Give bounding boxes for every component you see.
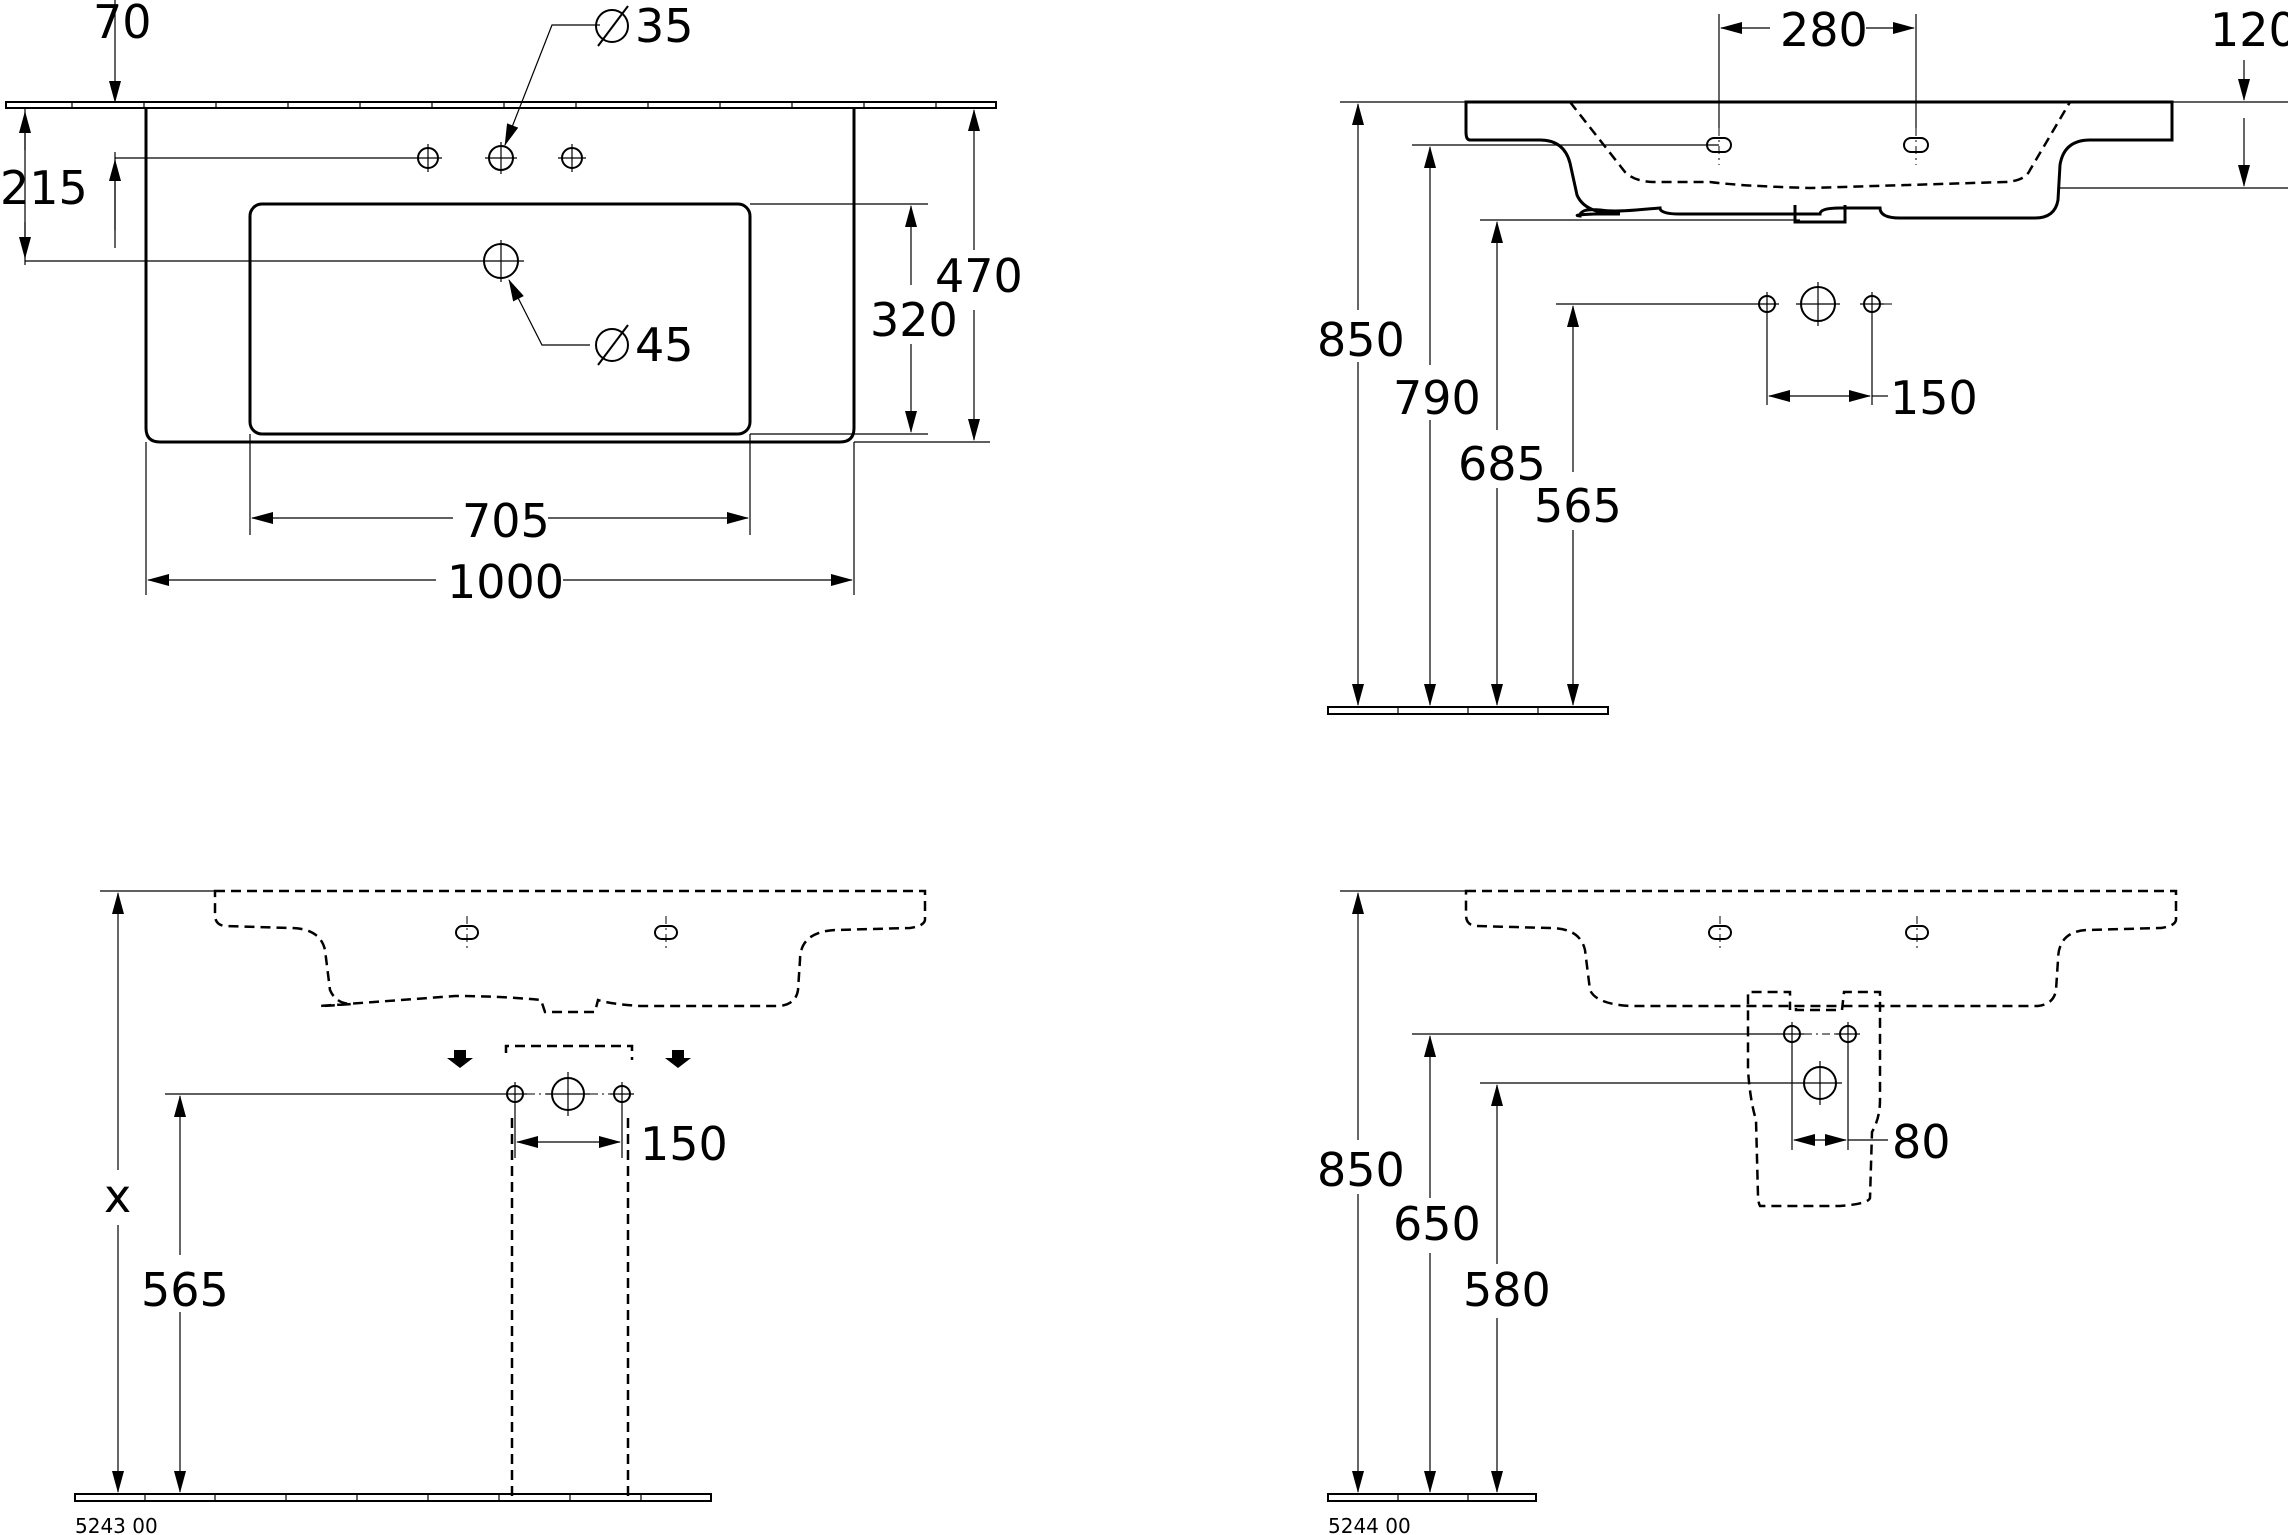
overflow-holes-front-b (1708, 916, 1929, 950)
wall-outlets-side (1755, 282, 1896, 326)
dim-320: 320 (870, 293, 958, 347)
wall-outlets-front-a (503, 1072, 634, 1116)
dim-215: 215 (0, 161, 88, 215)
basin-hidden-front-b (1464, 889, 2178, 1008)
dim-dia35: 35 (635, 0, 694, 53)
dim-850-front-b: 850 (1317, 1143, 1405, 1197)
dim-1000: 1000 (447, 555, 564, 609)
dim-565-side: 565 (1534, 479, 1622, 533)
dim-150-side: 150 (1890, 371, 1978, 425)
front-view-a: x 565 150 5243 00 (74, 889, 927, 1535)
dim-850-side: 850 (1317, 313, 1405, 367)
dim-150-front-a: 150 (640, 1117, 728, 1171)
dim-470: 470 (935, 249, 1023, 303)
basin-profile-side (1464, 100, 2174, 220)
drain-top (478, 240, 524, 282)
dim-580: 580 (1463, 1263, 1551, 1317)
dim-120: 120 (2210, 3, 2288, 57)
wall-strip-top (5, 101, 997, 109)
bowl-hidden-side (1569, 101, 2072, 190)
article-code-b: 5244 00 (1328, 1514, 1411, 1535)
siphon-hidden-front-a (504, 1044, 634, 1060)
dim-705: 705 (462, 494, 550, 548)
overflow-holes-front-a (455, 916, 678, 950)
floor-strip-front-a (74, 1493, 712, 1502)
side-view: 280 120 850 790 685 565 150 (1317, 3, 2288, 715)
dim-70: 70 (93, 0, 152, 49)
floor-strip-side (1327, 706, 1609, 715)
dim-dia45: 45 (635, 318, 694, 372)
floor-strip-front-b (1327, 1493, 1537, 1502)
bowl-outline-top (248, 202, 752, 436)
dim-x: x (104, 1169, 131, 1223)
article-code-a: 5243 00 (75, 1514, 158, 1535)
dim-790: 790 (1393, 371, 1481, 425)
dim-280: 280 (1780, 3, 1868, 57)
dim-685: 685 (1458, 437, 1546, 491)
tap-holes-top (414, 142, 586, 174)
dim-80: 80 (1892, 1115, 1951, 1169)
overflow-holes-side (1706, 128, 1929, 165)
dim-565-front-a: 565 (141, 1263, 229, 1317)
pedestal-hidden-front-b (1746, 990, 1882, 1208)
wall-outlets-front-b (1780, 1022, 1860, 1105)
basin-hidden-front-a (213, 889, 927, 1014)
down-arrows-front-a (447, 1050, 691, 1068)
top-view: 70 215 35 45 320 470 705 (0, 0, 1023, 609)
front-view-b: 850 650 580 80 5244 00 (1317, 889, 2178, 1535)
dim-650: 650 (1393, 1197, 1481, 1251)
